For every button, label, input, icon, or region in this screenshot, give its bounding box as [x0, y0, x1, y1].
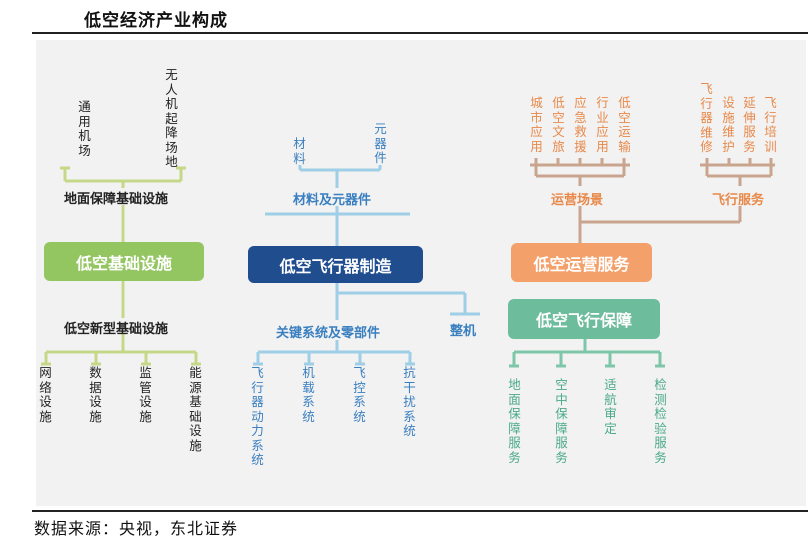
node-city-application: 城市应用 [530, 95, 543, 154]
node-flight-control-system: 飞控系统 [353, 365, 366, 424]
manufacturing-connectors [253, 165, 480, 366]
box-aircraft-manufacturing: 低空飞行器制造 [248, 246, 423, 283]
node-airworthiness: 适航审定 [604, 377, 617, 436]
node-network-facility: 网络设施 [39, 365, 52, 424]
box-low-altitude-infrastructure: 低空基础设施 [44, 242, 204, 281]
bottom-rule [32, 510, 808, 512]
node-facility-maintenance: 设施维护 [722, 95, 735, 154]
node-air-guarantee: 空中保障服务 [555, 377, 568, 465]
node-emergency-rescue: 应急救援 [574, 95, 587, 154]
node-flight-training: 飞行培训 [764, 95, 777, 154]
box-operation-services: 低空运营服务 [511, 243, 652, 282]
node-extended-services: 延伸服务 [743, 95, 756, 154]
node-low-altitude-tourism: 低空文旅 [552, 95, 565, 154]
node-materials-and-components: 材料及元器件 [293, 193, 372, 208]
top-rule [32, 32, 808, 34]
node-ground-infrastructure: 地面保障基础设施 [64, 192, 169, 207]
node-low-altitude-transport: 低空运输 [618, 95, 631, 154]
node-industry-application: 行业应用 [596, 95, 609, 154]
node-materials: 材料 [293, 136, 306, 166]
node-new-infrastructure: 低空新型基础设施 [64, 322, 169, 337]
node-operation-scenes: 运营场景 [551, 193, 604, 208]
node-supervision-facility: 监管设施 [139, 365, 152, 424]
box-flight-guarantee: 低空飞行保障 [508, 299, 660, 339]
node-flight-services: 飞行服务 [712, 193, 765, 208]
infra-connectors [41, 166, 201, 366]
data-source: 数据来源：央视，东北证券 [34, 519, 239, 538]
guarantee-connectors [509, 339, 665, 368]
page-title: 低空经济产业构成 [84, 11, 228, 31]
node-key-systems: 关键系统及零部件 [276, 326, 381, 341]
node-drone-landing-site: 无人机起降场地 [165, 67, 178, 169]
operation-connectors [530, 158, 775, 243]
node-inspection-services: 检测检验服务 [654, 377, 667, 465]
node-power-system: 飞行器动力系统 [251, 365, 264, 467]
node-anti-interference-system: 抗干扰系统 [403, 365, 416, 438]
node-ground-guarantee: 地面保障服务 [508, 377, 521, 465]
node-data-facility: 数据设施 [89, 365, 102, 424]
node-aircraft-maintenance: 飞行器维修 [700, 81, 713, 154]
node-energy-infrastructure: 能源基础设施 [189, 365, 202, 453]
node-complete-aircraft: 整机 [450, 324, 477, 339]
node-airborne-system: 机载系统 [302, 365, 315, 424]
node-general-airport: 通用机场 [78, 99, 91, 158]
node-components: 元器件 [374, 121, 387, 165]
